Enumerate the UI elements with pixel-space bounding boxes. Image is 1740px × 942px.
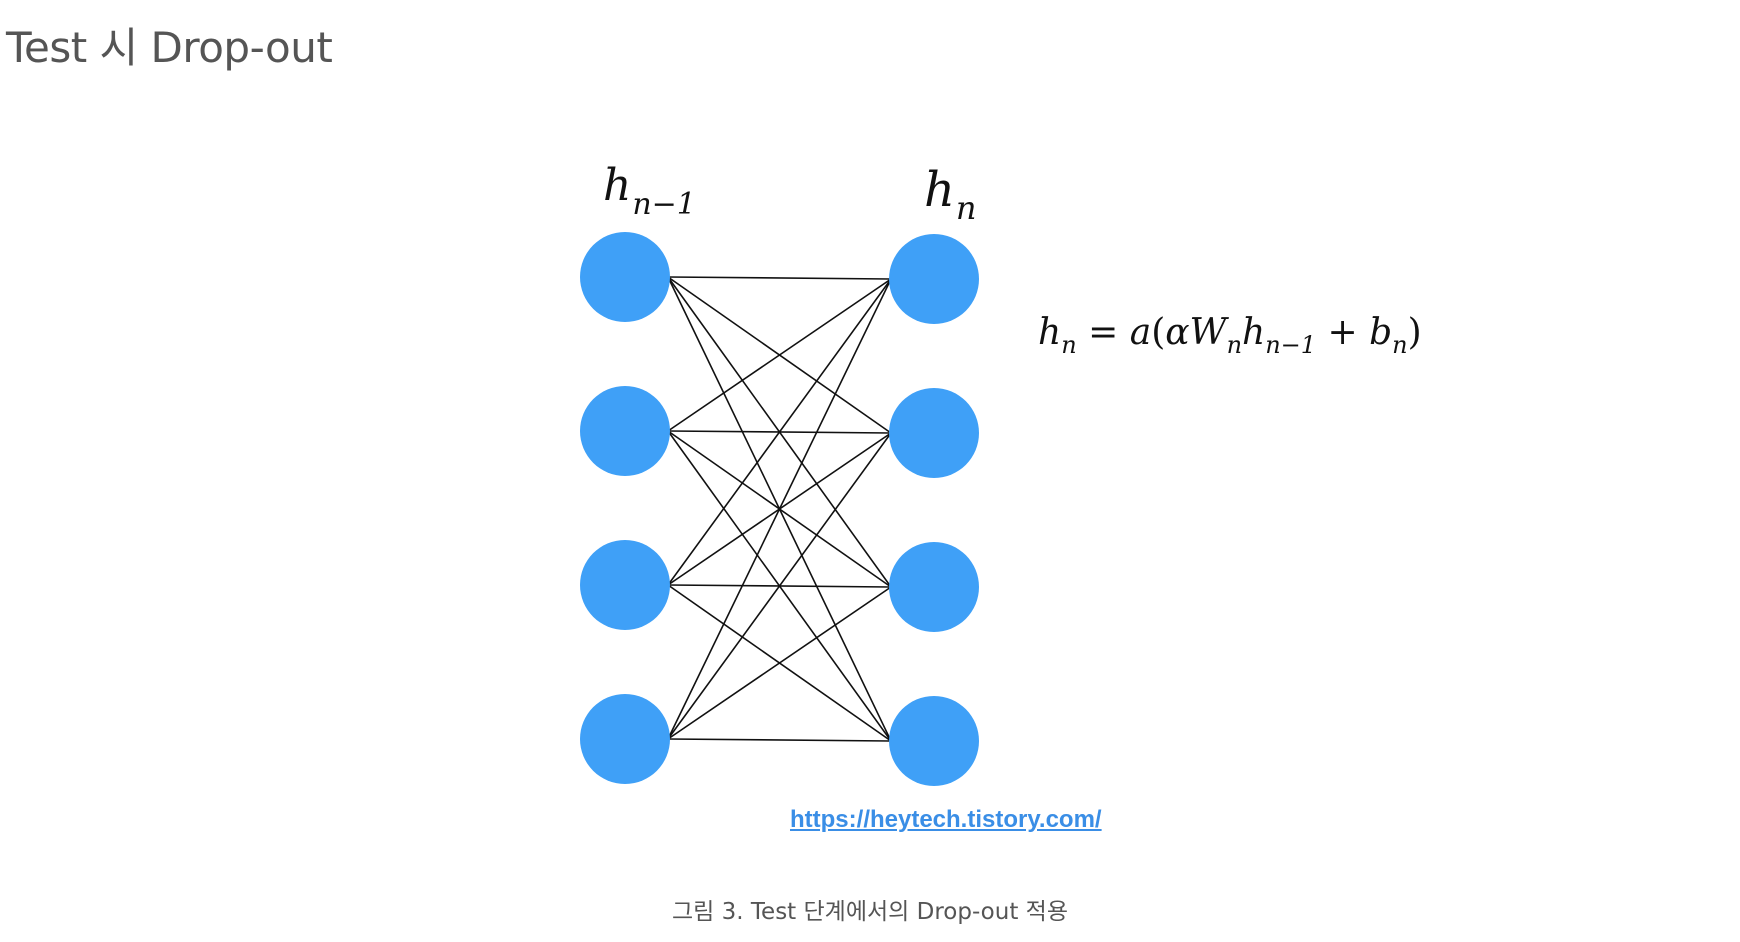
input-neuron	[580, 694, 670, 784]
output-neuron	[889, 234, 979, 324]
network-connections	[667, 276, 892, 742]
output-neuron	[889, 388, 979, 478]
right-layer-label: hn	[924, 162, 977, 227]
connection-line	[667, 278, 892, 432]
input-neuron	[580, 540, 670, 630]
dropout-equation: hn = a(αWnhn−1 + bn)	[1038, 312, 1422, 359]
connection-line	[667, 432, 892, 740]
connection-line	[667, 278, 892, 740]
network-neurons	[580, 232, 979, 786]
connection-line	[667, 738, 892, 742]
output-neuron	[889, 542, 979, 632]
source-link[interactable]: https://heytech.tistory.com/	[790, 806, 1102, 833]
section-heading: Test 시 Drop-out	[6, 23, 333, 72]
figure-caption: 그림 3. Test 단계에서의 Drop-out 적용	[672, 899, 1068, 925]
connection-line	[667, 276, 892, 280]
output-neuron	[889, 696, 979, 786]
left-layer-label: hn−1	[603, 160, 696, 222]
connection-line	[667, 278, 892, 586]
input-neuron	[580, 386, 670, 476]
input-neuron	[580, 232, 670, 322]
connection-line	[667, 586, 892, 740]
